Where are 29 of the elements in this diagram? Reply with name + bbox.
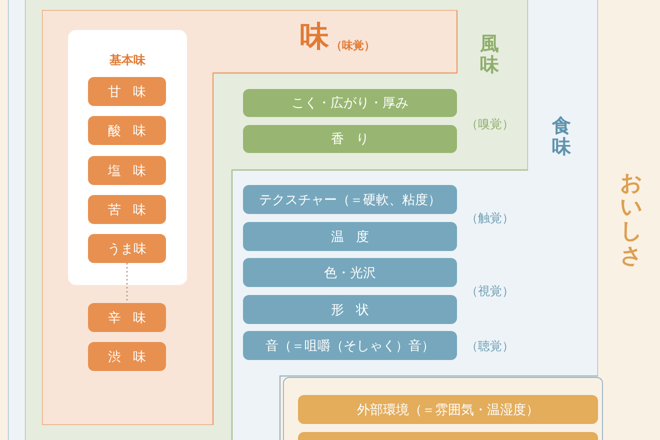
item-bar: 香り — [243, 125, 457, 153]
category-heading: 風味 — [480, 34, 499, 76]
environment-panel — [283, 377, 603, 440]
sense-label: （視覚） — [466, 283, 514, 300]
item-bar: 外部環境（＝雰囲気・温湿度） — [298, 395, 598, 424]
item-bar: こく・広がり・厚み — [243, 89, 457, 117]
item-bar: 辛味 — [88, 303, 166, 332]
item-bar: 音（＝咀嚼（そしゃく）音） — [243, 331, 457, 360]
item-bar: 塩味 — [88, 156, 166, 185]
item-bar: テクスチャー（＝硬軟、粘度） — [243, 185, 457, 214]
basic-taste-panel — [68, 30, 187, 285]
item-bar: 色・光沢 — [243, 258, 457, 287]
item-bar: 温度 — [243, 222, 457, 251]
dotted-connector — [126, 263, 128, 303]
category-heading: おいしさ — [620, 172, 642, 269]
item-bar: うま味 — [88, 234, 166, 263]
sense-label: （嗅覚） — [466, 116, 514, 133]
item-bar: 苦味 — [88, 195, 166, 224]
item-bar: 形状 — [243, 295, 457, 324]
item-bar: 甘味 — [88, 77, 166, 106]
group-heading: 基本味 — [108, 52, 146, 69]
category-heading: 味 — [300, 22, 329, 51]
sense-note: （味覚） — [331, 38, 375, 53]
item-bar: 渋味 — [88, 342, 166, 371]
category-heading: 食味 — [552, 116, 571, 158]
sense-label: （触覚） — [466, 210, 514, 227]
sense-label: （聴覚） — [466, 338, 514, 355]
item-bar — [298, 432, 598, 440]
item-bar: 酸味 — [88, 116, 166, 145]
